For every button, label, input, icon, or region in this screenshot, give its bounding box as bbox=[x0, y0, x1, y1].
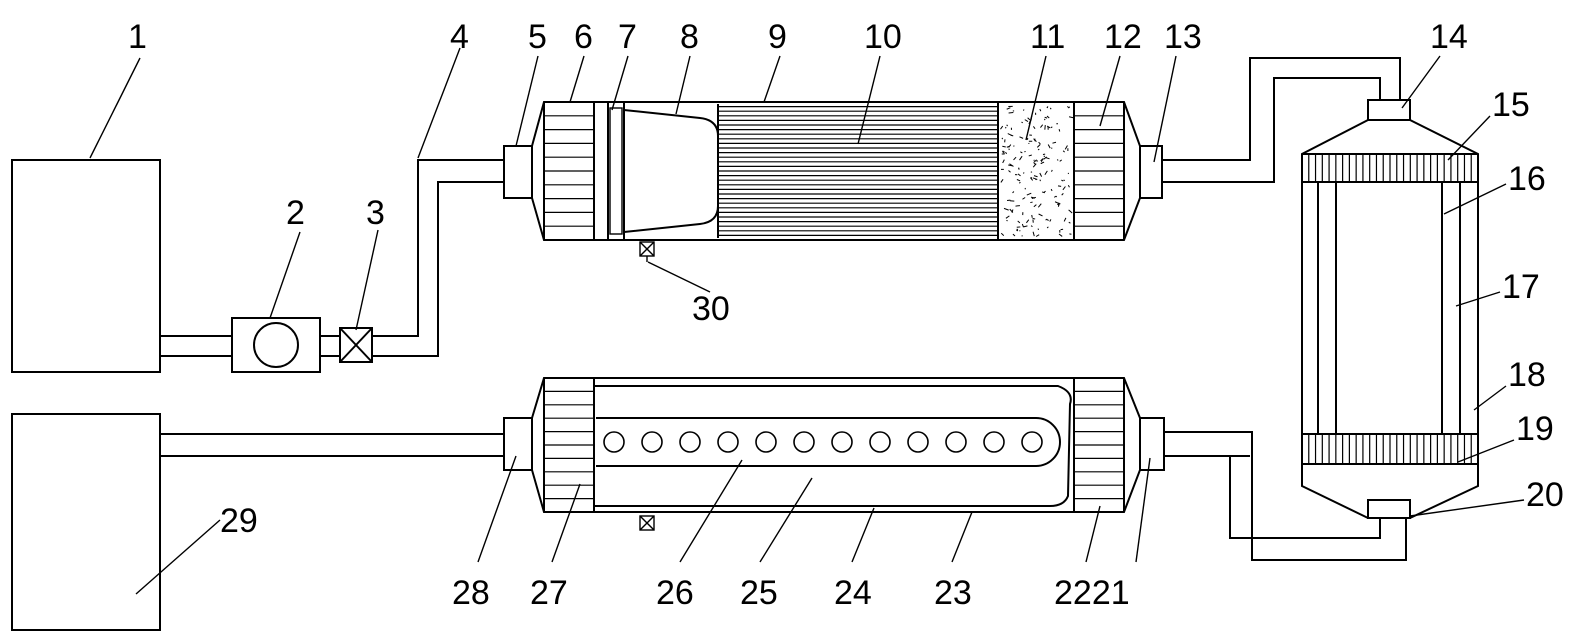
outlet-connector-13 bbox=[1139, 145, 1163, 199]
label-2221: 2221 bbox=[1054, 574, 1130, 612]
label-8: 8 bbox=[680, 18, 699, 56]
label-13: 13 bbox=[1164, 18, 1202, 56]
label-3: 3 bbox=[366, 194, 385, 232]
valve-3 bbox=[339, 327, 373, 363]
end-cap-12 bbox=[1073, 101, 1141, 241]
hole bbox=[641, 431, 663, 453]
label-28: 28 bbox=[452, 574, 490, 612]
pipe-pump-to-valve bbox=[320, 335, 340, 357]
label-9: 9 bbox=[768, 18, 787, 56]
inlet-connector-21 bbox=[1139, 417, 1165, 471]
label-20: 20 bbox=[1526, 476, 1564, 514]
hole bbox=[603, 431, 625, 453]
number-labels: 1 2 3 4 5 6 7 8 9 10 11 12 13 14 15 16 1… bbox=[128, 18, 1564, 612]
label-10: 10 bbox=[864, 18, 902, 56]
outlet-connector-28 bbox=[503, 417, 533, 471]
hole bbox=[717, 431, 739, 453]
drain-valve-30 bbox=[639, 241, 655, 262]
label-23: 23 bbox=[934, 574, 972, 612]
label-24: 24 bbox=[834, 574, 872, 612]
inlet-connector-5 bbox=[503, 145, 533, 199]
label-11: 11 bbox=[1030, 18, 1065, 56]
hole bbox=[831, 431, 853, 453]
pipe-4 bbox=[372, 159, 504, 357]
label-29: 29 bbox=[220, 502, 258, 540]
end-cap-6 bbox=[531, 101, 595, 241]
fiber-bundle-10 bbox=[718, 105, 998, 236]
column-inner-tube-16 bbox=[1317, 182, 1461, 434]
hole bbox=[869, 431, 891, 453]
hole bbox=[755, 431, 777, 453]
label-17: 17 bbox=[1502, 268, 1540, 306]
end-cap-22 bbox=[1073, 377, 1141, 513]
label-5: 5 bbox=[528, 18, 547, 56]
hole bbox=[1021, 431, 1043, 453]
pipe-tank-to-pump bbox=[160, 335, 232, 357]
label-15: 15 bbox=[1492, 86, 1530, 124]
leader-lines bbox=[89, 47, 1525, 595]
hole bbox=[793, 431, 815, 453]
hole bbox=[679, 431, 701, 453]
column-top-nozzle-14 bbox=[1301, 99, 1479, 519]
perforated-tube-25 bbox=[596, 417, 1061, 467]
drain-valve-lower bbox=[639, 515, 655, 531]
label-2: 2 bbox=[286, 194, 305, 232]
label-6: 6 bbox=[574, 18, 593, 56]
pipe-upper-to-column bbox=[1162, 57, 1401, 183]
label-19: 19 bbox=[1516, 410, 1554, 448]
label-25: 25 bbox=[740, 574, 778, 612]
label-26: 26 bbox=[656, 574, 694, 612]
label-18: 18 bbox=[1508, 356, 1546, 394]
tank-1 bbox=[11, 159, 161, 373]
housing-23 bbox=[594, 377, 1074, 513]
label-12: 12 bbox=[1104, 18, 1142, 56]
filter-housing-9 bbox=[594, 101, 1074, 241]
label-4: 4 bbox=[450, 18, 469, 56]
pump-2 bbox=[231, 317, 321, 373]
inner-tank-24 bbox=[594, 385, 1072, 507]
filter-cartridge-8 bbox=[623, 104, 719, 238]
hole bbox=[907, 431, 929, 453]
column-top-grid-15 bbox=[1302, 153, 1478, 183]
label-27: 27 bbox=[530, 574, 568, 612]
column-chamber-17 bbox=[1336, 181, 1442, 435]
hole bbox=[945, 431, 967, 453]
label-1: 1 bbox=[128, 18, 147, 56]
column-bottom-nozzle-20 bbox=[1367, 499, 1411, 519]
hole bbox=[983, 431, 1005, 453]
label-7: 7 bbox=[618, 18, 637, 56]
label-30: 30 bbox=[692, 290, 730, 328]
sand-layer-11 bbox=[997, 101, 1075, 241]
holes-26 bbox=[603, 431, 1043, 453]
pipe-lower-to-tank bbox=[160, 433, 504, 457]
label-14: 14 bbox=[1430, 18, 1468, 56]
mesh-plate-7 bbox=[593, 101, 625, 241]
column-bottom-grid-19 bbox=[1302, 433, 1478, 465]
tank-29 bbox=[11, 413, 161, 631]
label-16: 16 bbox=[1508, 160, 1546, 198]
end-cap-27 bbox=[531, 377, 595, 513]
